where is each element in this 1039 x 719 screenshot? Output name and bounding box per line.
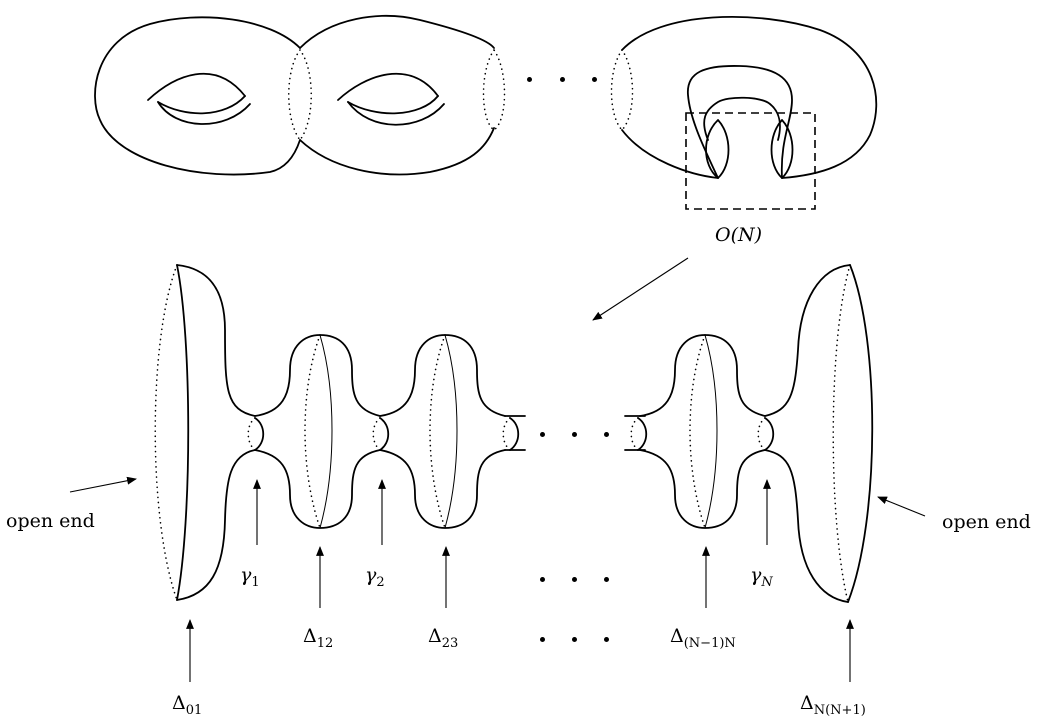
neck-gamma2-solid — [379, 417, 390, 451]
left-end-bottom — [176, 449, 256, 601]
bottom-surface — [154, 264, 874, 603]
label-delta-nnp1: ΔN(N+1) — [800, 692, 866, 718]
delta-23-subscript: 23 — [441, 636, 459, 651]
label-gamma-2: γ2 — [365, 564, 385, 590]
ellipsis-dot-top-3 — [592, 77, 597, 82]
ellipsis-dot-low-1 — [540, 577, 545, 582]
ellipsis-dot-top-2 — [560, 77, 565, 82]
bulb-23-slice-dotted — [429, 334, 446, 529]
neck-gamma1-solid — [254, 417, 265, 451]
label-delta-nm1n: Δ(N−1)N — [670, 625, 736, 651]
ellipsis-dot-mid-3 — [604, 432, 609, 437]
label-gamma-1: γ1 — [240, 564, 260, 590]
bulb-nm1n-top — [639, 334, 766, 417]
delta-01-subscript: 01 — [185, 703, 203, 718]
top-lobe-right-bottom — [621, 129, 719, 179]
gamma-symbol: γ — [240, 564, 252, 586]
gamma-1-subscript: 1 — [251, 575, 260, 590]
neck-gamma2-dotted — [372, 417, 381, 451]
left-end-outline — [176, 264, 256, 417]
ellipsis-dot-mid-2 — [572, 432, 577, 437]
bulb-23-bottom — [379, 449, 506, 529]
top-surface — [94, 15, 878, 210]
top-handle-foot-left — [705, 119, 730, 179]
neck-gammaN-solid — [764, 417, 775, 451]
top-lobe-2-outline — [299, 15, 495, 49]
neck-gammaN-dotted — [757, 417, 766, 451]
bulb-12-bottom — [254, 449, 381, 529]
ellipsis-dot-bot-3 — [604, 637, 609, 642]
right-end-bottom — [764, 449, 849, 603]
delta-symbol: Δ — [172, 692, 186, 714]
label-open-end-right: open end — [942, 511, 1031, 533]
delta-symbol: Δ — [800, 692, 814, 714]
delta-symbol: Δ — [670, 625, 684, 647]
delta-symbol: Δ — [303, 625, 317, 647]
ellipsis-dot-bot-1 — [540, 637, 545, 642]
ellipsis-dot-low-3 — [604, 577, 609, 582]
label-open-end-left: open end — [6, 510, 95, 532]
delta-symbol: Δ — [428, 625, 442, 647]
neck-gamma1-dotted — [247, 417, 256, 451]
o-n-box — [685, 112, 816, 210]
label-gamma-n: γN — [750, 564, 773, 590]
arrow-open-end-right — [877, 496, 926, 517]
neck-cut-right-dotted — [630, 417, 639, 451]
bulb-23-slice — [444, 334, 458, 529]
right-end-top — [764, 264, 851, 417]
gamma-n-subscript-text: N — [761, 575, 773, 590]
neck-cut-left-dotted — [502, 417, 511, 451]
top-hole-1-upper — [147, 72, 246, 101]
label-delta-12: Δ12 — [303, 625, 334, 651]
bulb-23-top — [379, 334, 506, 417]
bulb-12-slice-dotted — [304, 334, 321, 529]
top-hole-1-lower2 — [157, 95, 246, 115]
top-hole-2-lower — [347, 101, 445, 126]
ellipsis-dot-mid-1 — [540, 432, 545, 437]
right-end-solid-edge — [847, 264, 874, 603]
top-lobe-2-bottom — [299, 127, 495, 176]
ellipsis-dot-bot-2 — [572, 637, 577, 642]
gamma-n-subscript: N — [761, 575, 772, 590]
bulb-nm1n-slice-dotted — [689, 334, 706, 529]
top-neck-3-dotted — [610, 49, 634, 132]
top-hole-2-lower2 — [347, 95, 439, 115]
ellipsis-dot-top-1 — [527, 77, 532, 82]
top-handle-inner — [703, 96, 781, 141]
delta-nm1n-subscript: (N−1)N — [683, 636, 736, 651]
delta-12-subscript: 12 — [316, 636, 334, 651]
top-handle-foot-right — [770, 119, 794, 179]
top-neck-1-dotted — [287, 49, 313, 142]
label-delta-23: Δ23 — [428, 625, 459, 651]
top-neck-2-dotted — [482, 49, 506, 131]
left-end-dotted-edge — [154, 264, 178, 601]
arrow-open-end-left — [69, 476, 137, 493]
top-lobe-1-outline — [94, 16, 301, 176]
bulb-nm1n-bottom — [639, 449, 766, 529]
bulb-nm1n-slice — [704, 334, 718, 529]
gamma-2-subscript: 2 — [376, 575, 385, 590]
arrow-o-n — [592, 257, 689, 321]
top-hole-2-upper — [337, 72, 439, 101]
right-end-dotted-edge — [832, 264, 851, 603]
ellipsis-dot-low-2 — [572, 577, 577, 582]
arrows — [69, 257, 926, 682]
neck-cut-left-solid — [509, 417, 520, 451]
top-hole-1-lower — [157, 101, 251, 125]
bulb-12-slice — [319, 334, 333, 529]
label-delta-01: Δ01 — [172, 692, 203, 718]
gamma-symbol: γ — [365, 564, 377, 586]
left-end-solid-edge — [176, 264, 190, 601]
top-lobe-right-outline — [621, 15, 878, 179]
delta-nnp1-subscript: N(N+1) — [813, 703, 866, 718]
neck-cut-right-solid — [637, 417, 648, 451]
label-o-n: O(N) — [715, 224, 763, 246]
bulb-12-top — [254, 334, 381, 417]
top-handle-outer — [687, 65, 793, 179]
gamma-symbol: γ — [750, 564, 762, 586]
